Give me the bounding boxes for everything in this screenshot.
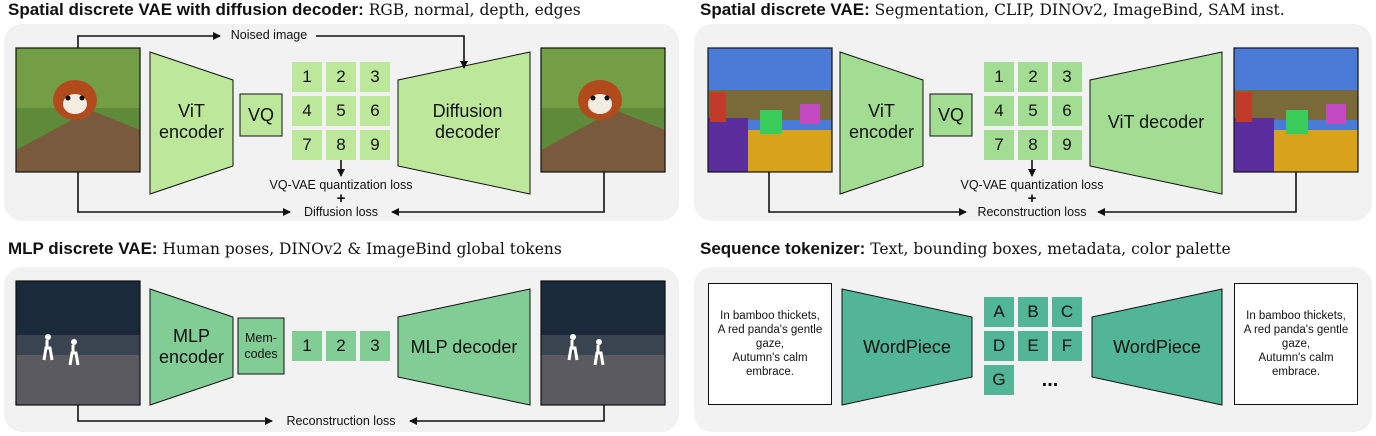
token: 8 <box>1018 130 1048 160</box>
title-mlp-vae: MLP discrete VAE: Human poses, DINOv2 & … <box>8 239 562 259</box>
vit-decoder-label: ViT decoder <box>1107 111 1205 132</box>
vit-encoder-label: ViT encoder <box>848 101 915 142</box>
token: 3 <box>360 331 390 361</box>
input-text-box: In bamboo thickets, A red panda's gentle… <box>708 283 832 405</box>
token: 2 <box>1018 62 1048 92</box>
diffusion-loss-arrow-left <box>77 172 291 216</box>
segmentation-image-input <box>707 47 833 173</box>
token: 9 <box>360 130 390 160</box>
token: 6 <box>360 96 390 126</box>
vit-encoder-trapezoid <box>839 51 924 195</box>
segmentation-image-output <box>1233 47 1359 173</box>
noised-image-arrow <box>77 32 221 48</box>
reconstruction-loss-arrow-right <box>409 403 605 425</box>
token: G <box>984 365 1014 395</box>
title-spatial-vae: Spatial discrete VAE: Segmentation, CLIP… <box>700 0 1285 20</box>
reconstruction-loss-arrow-left <box>77 403 273 425</box>
pose-image-output <box>540 280 666 406</box>
title-bold: Spatial discrete VAE: <box>700 0 870 19</box>
diffusion-loss-label: Diffusion loss <box>303 205 379 219</box>
token: 5 <box>326 96 356 126</box>
wordpiece-decoder-label: WordPiece <box>1113 336 1201 357</box>
title-bold: Sequence tokenizer: <box>700 239 866 258</box>
wordpiece-encoder-label: WordPiece <box>863 336 951 357</box>
vit-encoder-label: ViT encoder <box>158 101 225 142</box>
reconstruction-loss-arrow-right <box>1097 172 1297 216</box>
quantization-loss-label: VQ-VAE quantization loss <box>269 178 413 192</box>
token: 5 <box>1018 96 1048 126</box>
quantization-loss-label: VQ-VAE quantization loss <box>960 178 1104 192</box>
token: 2 <box>326 62 356 92</box>
vq-label: VQ <box>247 104 274 125</box>
token: 3 <box>1052 62 1082 92</box>
mlp-encoder-label: MLP encoder <box>158 326 225 367</box>
title-sequence-tokenizer: Sequence tokenizer: Text, bounding boxes… <box>700 239 1231 259</box>
mlp-encoder-trapezoid <box>149 288 234 406</box>
diffusion-decoder-trapezoid <box>397 51 531 195</box>
wordpiece-encoder-trapezoid <box>841 288 973 406</box>
title-rest: Segmentation, CLIP, DINOv2, ImageBind, S… <box>869 1 1285 19</box>
title-spatial-diffusion: Spatial discrete VAE with diffusion deco… <box>8 0 581 20</box>
title-bold: Spatial discrete VAE with diffusion deco… <box>8 0 364 19</box>
plus-sign: + <box>336 190 346 207</box>
mlp-decoder-label: MLP decoder <box>410 336 518 357</box>
token: 9 <box>1052 130 1082 160</box>
memcodes-label: Mem- codes <box>244 331 278 361</box>
diffusion-loss-arrow-right <box>391 172 605 216</box>
wordpiece-decoder-trapezoid <box>1091 288 1223 406</box>
token: A <box>984 297 1014 327</box>
title-rest: Human poses, DINOv2 & ImageBind global t… <box>157 240 562 258</box>
vq-box <box>929 93 973 137</box>
reconstruction-loss-arrow-left <box>768 172 967 216</box>
plus-sign: + <box>1027 190 1037 207</box>
mlp-decoder-trapezoid <box>397 288 531 406</box>
token: D <box>984 331 1014 361</box>
vit-encoder-trapezoid <box>149 51 234 195</box>
title-rest: Text, bounding boxes, metadata, color pa… <box>865 240 1231 258</box>
output-text-box: In bamboo thickets, A red panda's gentle… <box>1234 283 1358 405</box>
token-ellipsis: ... <box>1041 368 1059 391</box>
red-panda-image-input <box>15 47 141 173</box>
diffusion-decoder-label: Diffusion decoder <box>432 101 503 142</box>
token: 1 <box>292 331 322 361</box>
token: B <box>1018 297 1048 327</box>
vit-decoder-trapezoid <box>1089 51 1223 195</box>
token: 1 <box>292 62 322 92</box>
token: E <box>1018 331 1048 361</box>
token: 4 <box>984 96 1014 126</box>
reconstruction-loss-label: Reconstruction loss <box>977 205 1087 219</box>
token: 2 <box>326 331 356 361</box>
red-panda-image-output <box>540 47 666 173</box>
token: 7 <box>984 130 1014 160</box>
token: 3 <box>360 62 390 92</box>
noised-image-arrow-right <box>316 35 468 69</box>
reconstruction-loss-label: Reconstruction loss <box>286 414 396 428</box>
memcodes-box <box>237 317 285 375</box>
title-bold: MLP discrete VAE: <box>8 239 158 258</box>
pose-image-input <box>15 280 141 406</box>
token: 1 <box>984 62 1014 92</box>
token: 7 <box>292 130 322 160</box>
token: 8 <box>326 130 356 160</box>
vq-box <box>239 93 283 137</box>
title-rest: RGB, normal, depth, edges <box>363 1 581 19</box>
token: C <box>1052 297 1082 327</box>
token: F <box>1052 331 1082 361</box>
vq-label: VQ <box>937 104 964 125</box>
noised-image-label: Noised image <box>230 28 308 42</box>
token: 4 <box>292 96 322 126</box>
token: 6 <box>1052 96 1082 126</box>
